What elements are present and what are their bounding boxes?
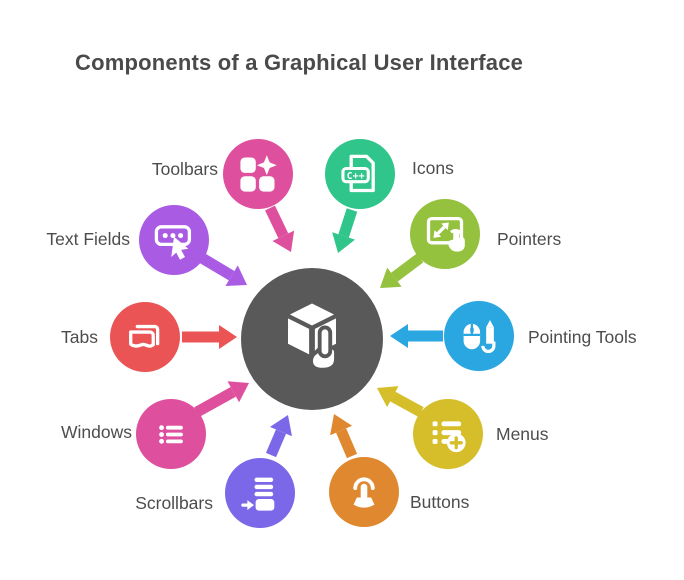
node-menus [413, 399, 483, 469]
scrollbar-thumb-icon [241, 477, 275, 511]
scrollbars-label: Scrollbars [135, 493, 213, 513]
arrow-text-fields [199, 253, 247, 286]
node-windows [136, 399, 206, 469]
node-scrollbars [225, 458, 295, 528]
cpp-badge-text: C++ [347, 171, 365, 182]
bulleted-list-icon [159, 425, 183, 444]
text-fields-label: Text Fields [46, 229, 130, 249]
resize-touch-icon [426, 216, 465, 252]
page-title: Components of a Graphical User Interface [75, 50, 524, 75]
menus-label: Menus [496, 424, 549, 444]
node-pointing-tools [444, 301, 514, 371]
stacked-tabs-icon [129, 324, 160, 348]
arrow-menus [377, 386, 424, 417]
node-buttons [329, 457, 399, 527]
toolbars-label: Toolbars [151, 159, 218, 179]
icons-label: Icons [412, 158, 454, 178]
pointing-tools-label: Pointing Tools [528, 327, 637, 347]
mouse-pen-icon [463, 320, 496, 353]
arrow-pointing-tools [390, 324, 443, 348]
arrow-pointers [380, 253, 424, 288]
toolbars-grid-sparkle-icon [240, 155, 277, 192]
arrow-icons [332, 208, 358, 253]
pointers-label: Pointers [497, 229, 562, 249]
cpp-file-icon: C++ [341, 154, 375, 193]
arrow-tabs [182, 325, 237, 349]
node-text-fields [139, 205, 209, 275]
node-tabs [110, 302, 180, 372]
tap-finger-icon [353, 477, 375, 508]
arrow-buttons [330, 414, 358, 459]
text-field-cursor-icon [154, 225, 192, 260]
menu-add-icon [432, 421, 466, 453]
arrow-windows [194, 381, 249, 417]
arrow-scrollbars [265, 415, 292, 458]
buttons-label: Buttons [410, 492, 470, 512]
node-pointers [410, 199, 480, 269]
node-icons: C++ [325, 139, 395, 209]
arrow-toolbars [265, 205, 295, 252]
tabs-label: Tabs [61, 327, 98, 347]
windows-label: Windows [61, 422, 132, 442]
cube-pointer-icon [288, 303, 338, 372]
node-toolbars [223, 139, 293, 209]
center-hub [241, 268, 383, 410]
